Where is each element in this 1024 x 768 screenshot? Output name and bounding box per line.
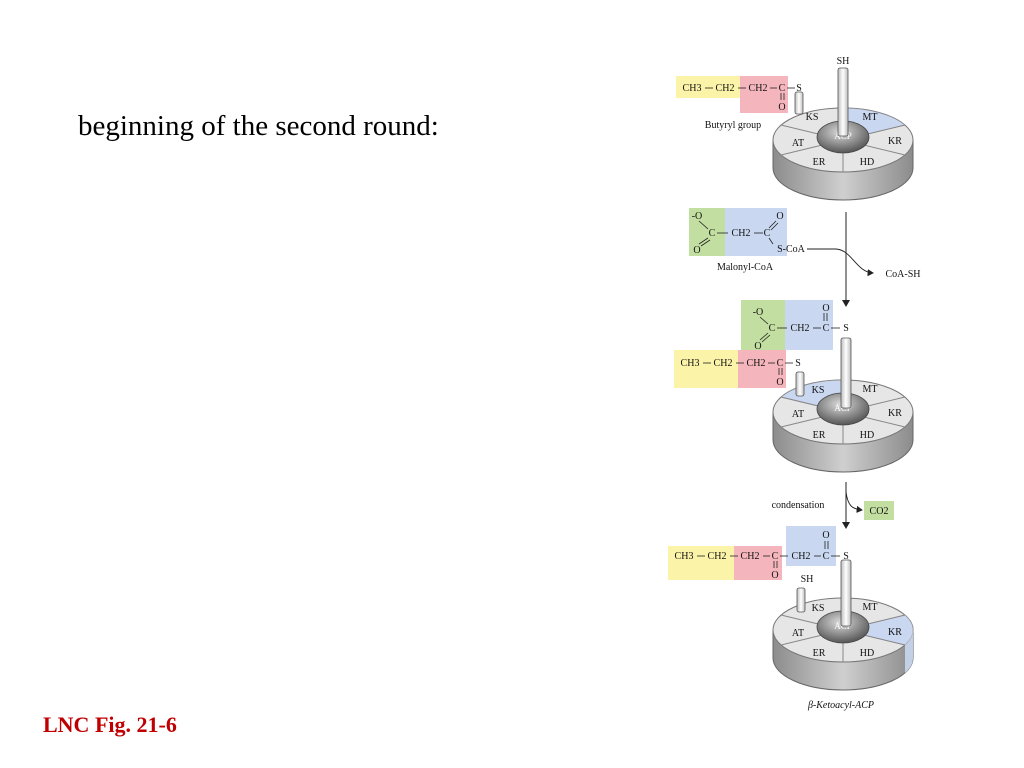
ketoacyl-ch3: CH3 [675, 551, 694, 562]
malonyl-acp-c2: C [823, 323, 830, 334]
malonyl-c2: C [764, 228, 771, 239]
ketoacyl-o2: O [822, 530, 829, 541]
coa-release-arrow [807, 248, 874, 277]
ketoacyl-s: S [843, 551, 849, 562]
domain-at-1: AT [792, 138, 804, 149]
butyryl-red-box [740, 76, 788, 113]
malonyl-acp-o1: O [754, 341, 761, 352]
figure-reference: LNC Fig. 21-6 [43, 712, 177, 737]
malonyl-acp-green-box [741, 300, 785, 350]
panel-butyryl-acp: KS MT KR HD ER AT ACP SH CH3 CH2 CH2 C O… [676, 56, 914, 201]
malonyl-o-minus: -O [692, 211, 703, 222]
butyryl-ks-red-box [738, 350, 786, 388]
domain-mt-2: MT [863, 384, 878, 395]
butyryl-ks-ch2-b: CH2 [747, 358, 766, 369]
ketoacyl-c1: C [772, 551, 779, 562]
ketoacyl-c2: C [823, 551, 830, 562]
malonyl-acp-blue-box [785, 300, 833, 350]
enzyme-disk-3: KS MT KR HD ER AT ACP [772, 597, 914, 691]
ketoacyl-o1: O [771, 570, 778, 581]
butyryl-s: S [796, 83, 802, 94]
domain-er-3: ER [813, 648, 826, 659]
domain-at-3: AT [792, 628, 804, 639]
ketoacyl-acp-label: β-Ketoacyl-ACP [807, 700, 874, 711]
malonyl-c1: C [709, 228, 716, 239]
acp-arm-3 [840, 559, 852, 627]
co2-product: CO2 [870, 506, 889, 517]
condensation-label: condensation [772, 500, 825, 511]
malonyl-o1: O [693, 245, 700, 256]
domain-ks-3: KS [812, 603, 825, 614]
butyryl-ch2-a: CH2 [716, 83, 735, 94]
enzyme-disk-2: KS MT KR HD ER AT ACP [772, 379, 914, 473]
butyryl-ks-s: S [795, 358, 801, 369]
domain-kr-3: KR [888, 627, 902, 638]
domain-ks-1: KS [806, 112, 819, 123]
ks-cys-arm-2 [795, 371, 805, 397]
domain-kr-2: KR [888, 408, 902, 419]
panel-ketoacyl-acp: KS MT KR HD ER AT ACP SH CH3 CH2 CH2 C O… [668, 526, 914, 711]
slide-heading: beginning of the second round: [78, 110, 439, 142]
butyryl-c: C [779, 83, 786, 94]
panel-malonyl-loaded: KS MT KR HD ER AT ACP -O C O CH2 C O S C… [674, 300, 914, 473]
butyryl-ks-yellow-box [674, 350, 738, 388]
acp-sh-label: SH [837, 56, 850, 67]
ks-cys-arm-3 [796, 587, 806, 613]
malonyl-blue-box [725, 208, 787, 256]
acp-arm-1 [837, 67, 849, 137]
ks-sh-label: SH [801, 574, 814, 585]
domain-mt-1: MT [863, 112, 878, 123]
malonyl-coa-block: -O C O CH2 C O S-CoA Malonyl-CoA CoA-SH [689, 208, 921, 280]
malonyl-acp-s: S [843, 323, 849, 334]
domain-kr-1: KR [888, 136, 902, 147]
butyryl-ks-o: O [776, 377, 783, 388]
butyryl-ks-c: C [777, 358, 784, 369]
butyryl-group-label: Butyryl group [705, 120, 761, 131]
ketoacyl-ch2-a: CH2 [708, 551, 727, 562]
ketoacyl-ch2-c: CH2 [792, 551, 811, 562]
domain-hd-2: HD [860, 430, 874, 441]
malonyl-acp-ch2: CH2 [791, 323, 810, 334]
domain-er-1: ER [813, 157, 826, 168]
butyryl-ch3: CH3 [683, 83, 702, 94]
coa-sh-product: CoA-SH [885, 269, 920, 280]
acp-arm-2 [840, 337, 852, 409]
malonyl-acp-c1: C [769, 323, 776, 334]
malonyl-ch2: CH2 [732, 228, 751, 239]
malonyl-green-box [689, 208, 725, 256]
domain-at-2: AT [792, 409, 804, 420]
ketoacyl-ch2-b: CH2 [741, 551, 760, 562]
malonyl-s-coa: S-CoA [777, 244, 806, 255]
ks-cys-arm-1 [794, 91, 804, 115]
domain-hd-1: HD [860, 157, 874, 168]
butyryl-o: O [778, 102, 785, 113]
malonyl-o2: O [776, 211, 783, 222]
co2-green-box [864, 501, 894, 520]
domain-hd-3: HD [860, 648, 874, 659]
ketoacyl-yellow-box [668, 546, 734, 580]
malonyl-acp-o-minus: -O [753, 307, 764, 318]
malonyl-acp-o2: O [822, 303, 829, 314]
domain-er-2: ER [813, 430, 826, 441]
butyryl-ks-ch3: CH3 [681, 358, 700, 369]
malonyl-coa-label: Malonyl-CoA [717, 262, 774, 273]
domain-mt-3: MT [863, 602, 878, 613]
domain-ks-2: KS [812, 385, 825, 396]
butyryl-ks-ch2-a: CH2 [714, 358, 733, 369]
butyryl-ch2-b: CH2 [749, 83, 768, 94]
butyryl-yellow-box [676, 76, 740, 98]
co2-release-arrow [845, 491, 863, 513]
